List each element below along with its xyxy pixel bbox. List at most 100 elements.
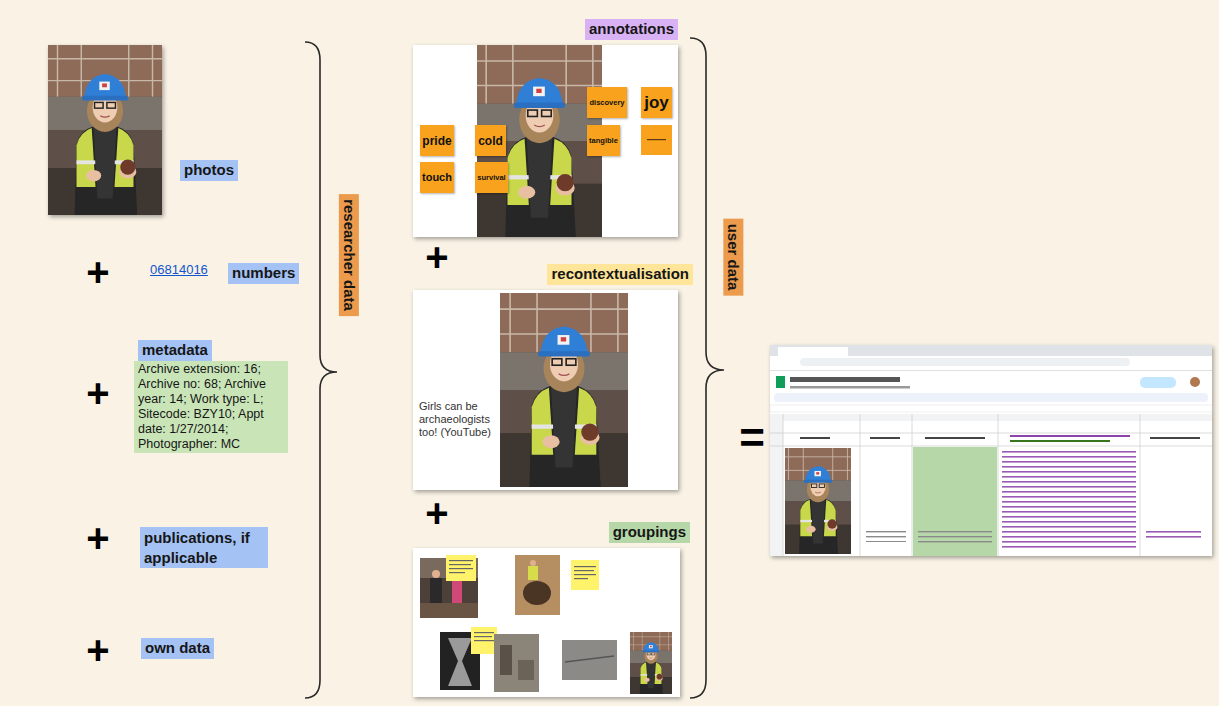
trench-photo (518, 660, 534, 680)
spreadsheet-screenshot (770, 345, 1212, 556)
excavation-photo (515, 555, 560, 615)
node-label: annotations (585, 19, 678, 40)
record-number: 06814016 (150, 263, 208, 276)
curly-brace (305, 42, 337, 698)
spreadsheet-screenshot (770, 345, 1212, 556)
recontext-slide (413, 290, 678, 490)
node-label: tangible (589, 137, 618, 145)
spreadsheet-screenshot (783, 448, 854, 554)
sticky-note-blank (449, 564, 471, 565)
curly-brace (690, 38, 724, 698)
node-label: cold (478, 135, 503, 147)
spreadsheet-screenshot (770, 345, 1212, 356)
node-label: joy (644, 94, 669, 111)
spreadsheet-screenshot (770, 405, 1212, 412)
sticky-note-blank (474, 632, 494, 633)
spreadsheet-screenshot (1190, 377, 1200, 387)
plus-sign: + (86, 373, 109, 413)
spreadsheet-screenshot (866, 530, 906, 542)
sticky-note-blank (574, 566, 596, 567)
excavation-photo (523, 581, 551, 605)
sticky-note: tangible (587, 125, 620, 156)
excavation-photo (528, 566, 538, 580)
sticky-note: discovery (587, 87, 627, 118)
annotation-slide (413, 45, 678, 237)
sticky-note-blank (574, 578, 588, 579)
sticky-note-blank (449, 572, 465, 573)
sticky-note-blank (446, 555, 476, 581)
sticky-note-blank (471, 627, 497, 654)
source-tag: own data (141, 638, 214, 659)
node-label: touch (422, 172, 452, 183)
grouping-panel: groupings (413, 548, 680, 697)
plus-sign: + (425, 493, 448, 533)
grouping-slide (413, 548, 680, 697)
sticky-note: cold (475, 125, 506, 156)
sticky-note-blank (474, 640, 494, 641)
plus-sign: + (86, 252, 109, 292)
plus-sign: + (86, 630, 109, 670)
spreadsheet-screenshot (912, 414, 913, 556)
spreadsheet-screenshot (800, 358, 1130, 366)
trench-photo (494, 634, 539, 692)
source-photo (48, 45, 162, 216)
sticky-note-blank (641, 125, 672, 155)
group-photo (432, 570, 440, 578)
annotation-slide (413, 45, 678, 237)
spreadsheet-screenshot (800, 437, 830, 439)
curly-brace (305, 38, 724, 698)
source-tag: photos (180, 160, 238, 181)
surface-photo (562, 640, 617, 680)
spreadsheet-screenshot (776, 376, 785, 388)
node-label: pride (422, 135, 451, 147)
spreadsheet-screenshot (918, 530, 992, 545)
trench-photo (500, 645, 512, 675)
excavation-photo (530, 560, 536, 566)
group-tag: researcher data (339, 194, 359, 316)
sticky-note-blank (574, 570, 594, 571)
sticky-note-blank (446, 555, 476, 581)
caption-text: Girls can be archaeologists too! (YouTub… (419, 400, 499, 440)
node-label: recontextualisation (547, 264, 693, 285)
sticky-note: joy (641, 87, 672, 118)
sticky-note-blank (474, 636, 492, 637)
group-tag: user data (723, 219, 743, 296)
node-label: own data (145, 639, 210, 658)
spreadsheet-screenshot (870, 437, 900, 439)
spreadsheet-screenshot (1002, 450, 1136, 550)
sticky-note-blank (647, 139, 666, 140)
sticky-note: touch (420, 162, 454, 193)
node-label: Archive extension: 16; Archive no: 68; A… (138, 362, 284, 452)
trench-photo (494, 634, 539, 692)
spreadsheet-screenshot (1140, 377, 1176, 388)
sticky-note: pride (420, 125, 454, 156)
spreadsheet-screenshot (1010, 440, 1110, 442)
spreadsheet-screenshot (778, 347, 848, 356)
spreadsheet-screenshot (913, 447, 997, 556)
spreadsheet-screenshot (998, 414, 999, 556)
node-label: user data (723, 219, 743, 296)
spreadsheet-screenshot (860, 414, 861, 556)
spreadsheet-screenshot (770, 433, 1212, 434)
annotation-slide (476, 45, 604, 237)
node-label: publications, if applicable (144, 528, 264, 567)
node-label: numbers (232, 264, 295, 283)
recontext-slide (499, 293, 628, 487)
equals-sign: = (739, 416, 765, 460)
artefact-photo (448, 638, 472, 686)
surface-photo (565, 656, 614, 662)
spreadsheet-screenshot (770, 446, 1212, 447)
spreadsheet-screenshot (770, 370, 1212, 371)
annotation-panel: annotationspridecolddiscoveryjoytangible… (413, 45, 678, 237)
sticky-note-blank (449, 560, 473, 561)
spreadsheet-screenshot (770, 414, 1212, 421)
spreadsheet-screenshot (790, 386, 910, 389)
node-label: photos (184, 161, 234, 180)
plus-sign: + (86, 518, 109, 558)
worker-photo (630, 632, 672, 695)
node-label: discovery (589, 99, 624, 107)
node-label: groupings (609, 522, 690, 543)
metadata-text: Archive extension: 16; Archive no: 68; A… (134, 361, 288, 453)
sticky-note: survival (475, 162, 508, 193)
group-photo (420, 603, 478, 618)
